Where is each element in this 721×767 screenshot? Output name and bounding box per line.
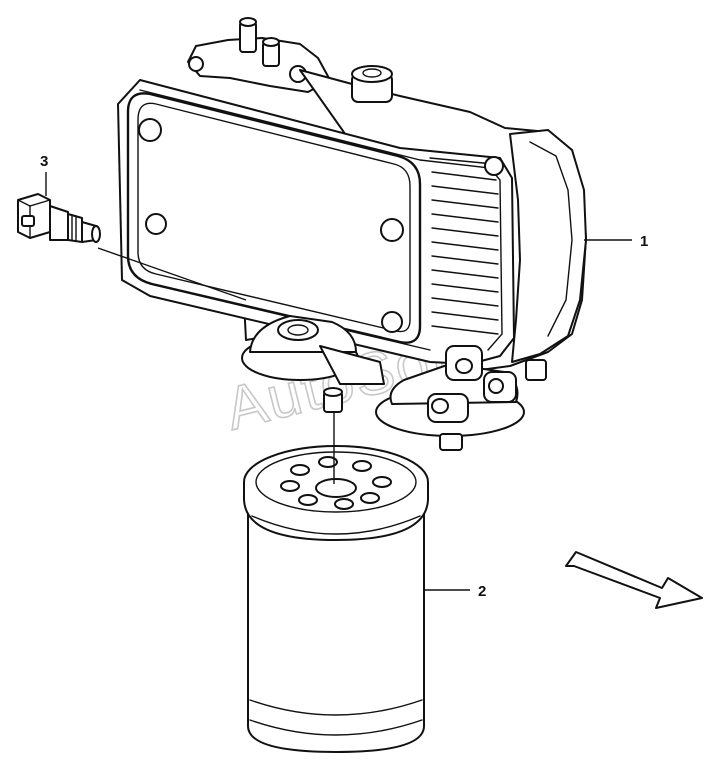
temperature-sensor	[17, 193, 101, 243]
callout-2: 2	[478, 583, 486, 600]
oil-filter	[243, 445, 429, 753]
callout-1: 1	[640, 233, 648, 250]
assembly-line-sensor	[97, 247, 247, 301]
arrow-right-down-icon	[565, 551, 703, 609]
oil-cooler-housing	[117, 17, 587, 451]
callout-3: 3	[40, 153, 48, 170]
